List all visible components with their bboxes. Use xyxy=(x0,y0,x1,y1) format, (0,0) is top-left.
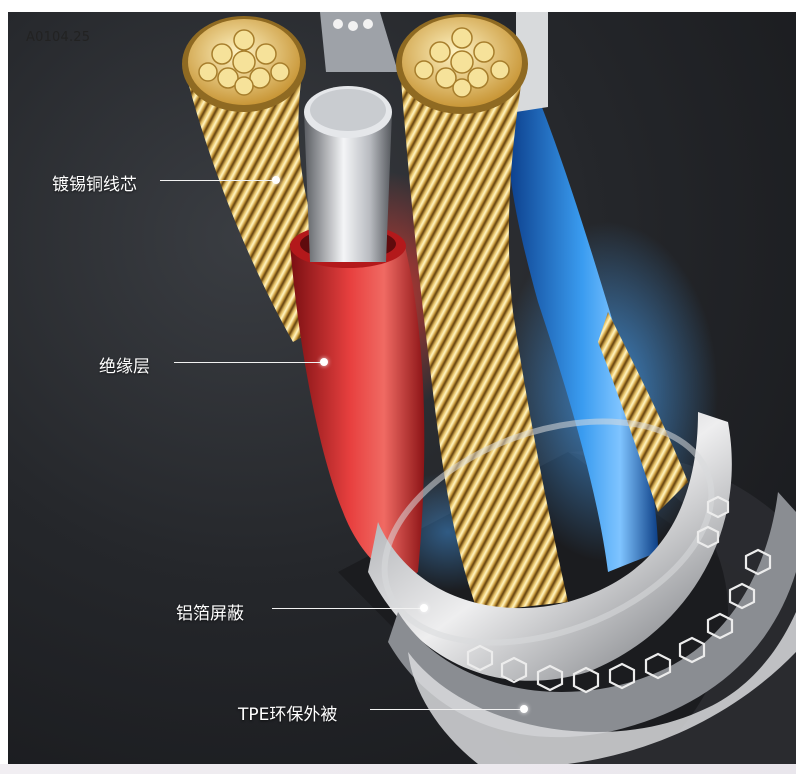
callout-dot-tinned-copper-core xyxy=(272,176,280,184)
callout-dot-aluminum-foil-shield xyxy=(420,604,428,612)
callout-label-aluminum-foil-shield: 铝箔屏蔽 xyxy=(176,604,244,624)
bottom-strip xyxy=(0,764,796,774)
callout-leader-tinned-copper-core xyxy=(160,180,276,181)
callout-leader-aluminum-foil-shield xyxy=(272,608,424,609)
callout-label-tinned-copper-core: 镀锡铜线芯 xyxy=(52,175,137,195)
callout-label-insulation-layer: 绝缘层 xyxy=(99,357,150,377)
cable-illustration xyxy=(182,12,796,764)
callout-dot-insulation-layer xyxy=(320,358,328,366)
callout-leader-tpe-jacket xyxy=(370,709,524,710)
product-code: A0104.25 xyxy=(26,30,91,45)
callout-dot-tpe-jacket xyxy=(520,705,528,713)
cable-cross-section-image xyxy=(8,12,796,764)
callout-label-tpe-jacket: TPE环保外被 xyxy=(238,705,338,725)
callout-leader-insulation-layer xyxy=(174,362,324,363)
